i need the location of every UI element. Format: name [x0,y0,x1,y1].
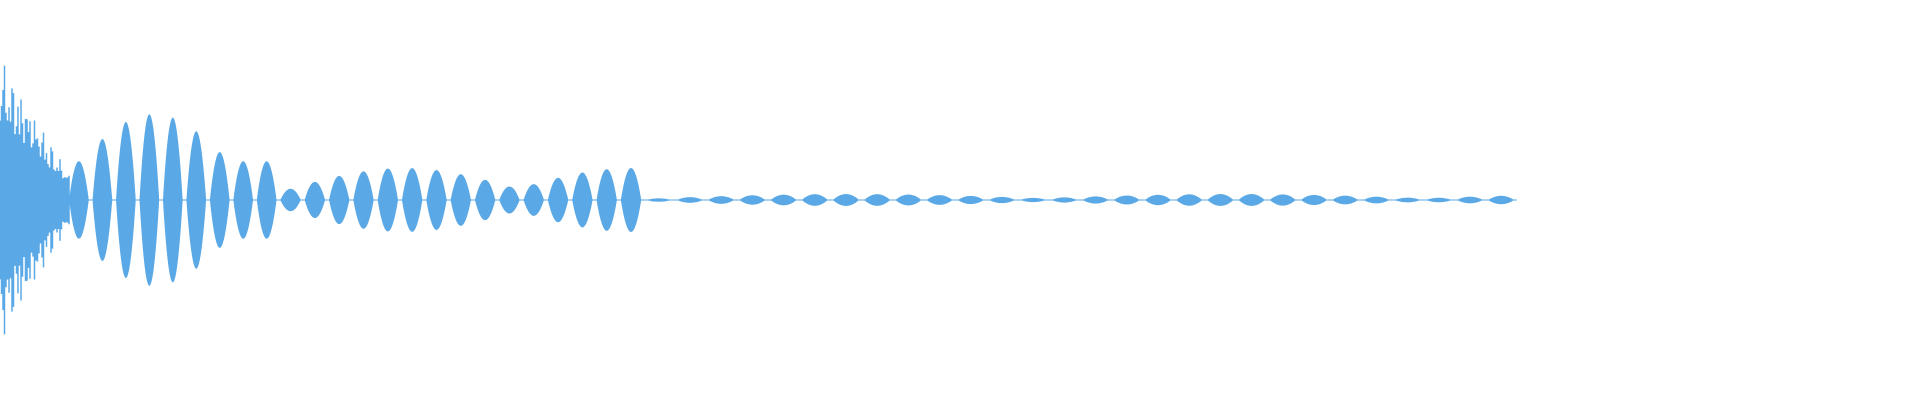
audio-waveform [0,65,1517,335]
waveform-panel [0,65,1517,335]
